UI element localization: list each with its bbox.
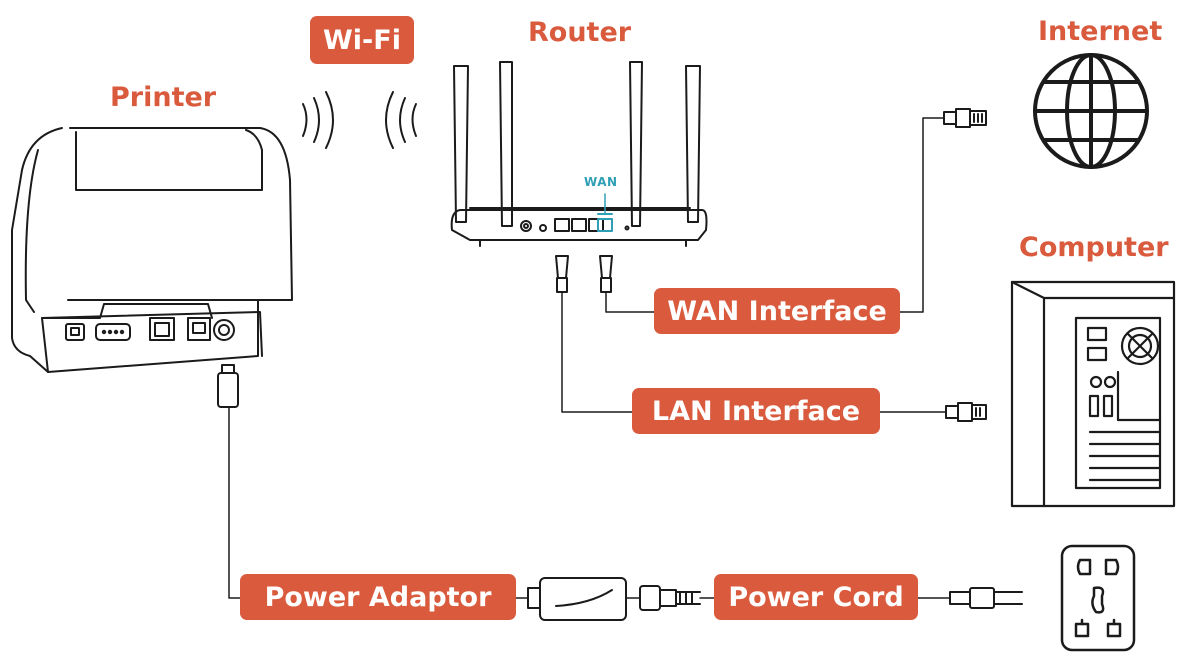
wan-interface-label: WAN Interface xyxy=(654,288,900,334)
cable-lines xyxy=(228,117,951,599)
internet-label: Internet xyxy=(1038,16,1163,47)
router-icon xyxy=(450,61,708,293)
power-cord-label: Power Cord xyxy=(714,574,918,620)
power-adaptor-icon xyxy=(527,577,701,621)
router-label: Router xyxy=(528,17,632,48)
wifi-waves-icon xyxy=(302,91,417,149)
computer-tower-icon xyxy=(1010,280,1176,508)
computer-label: Computer xyxy=(1019,232,1169,263)
printer-label: Printer xyxy=(110,82,217,113)
lan-cable xyxy=(561,291,635,413)
power-adaptor-label: Power Adaptor xyxy=(240,574,516,620)
printer-power-cable xyxy=(228,407,243,599)
wifi-badge: Wi-Fi xyxy=(310,16,414,64)
lan-interface-label: LAN Interface xyxy=(632,388,880,434)
globe-icon xyxy=(1033,53,1149,169)
ethernet-plug-icon xyxy=(943,108,987,128)
wan-cable xyxy=(605,291,661,313)
ethernet-plug-icon xyxy=(945,402,987,422)
power-outlet-icon xyxy=(1060,544,1136,652)
power-plug-icon xyxy=(949,587,1023,609)
wan-cable-to-internet xyxy=(899,117,945,313)
printer-icon xyxy=(11,127,293,408)
wan-port-label: WAN xyxy=(584,175,618,189)
